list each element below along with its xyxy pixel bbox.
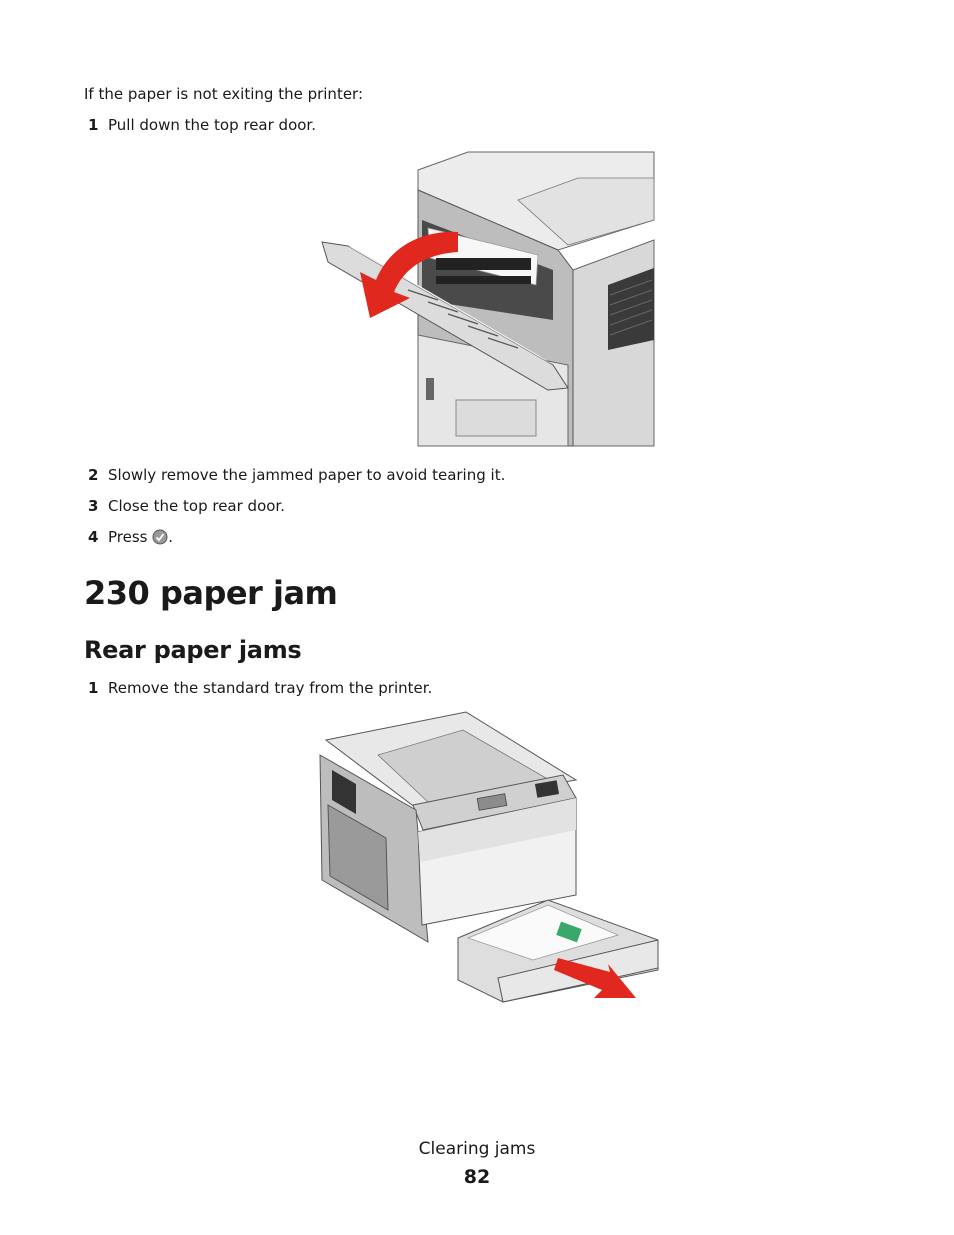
step-1a: 1 Pull down the top rear door.	[88, 116, 316, 134]
step-number: 4	[88, 528, 99, 546]
step-text: Pull down the top rear door.	[108, 116, 316, 134]
step-suffix: .	[168, 528, 174, 546]
section-title: 230 paper jam	[84, 574, 338, 612]
open-direction-arrow	[360, 231, 458, 318]
step-number: 1	[88, 116, 99, 134]
subsection-title: Rear paper jams	[84, 636, 302, 664]
step-text: Close the top rear door.	[108, 497, 285, 515]
step-number: 3	[88, 497, 99, 515]
step-3a: 3 Close the top rear door.	[88, 497, 285, 515]
step-text: Press	[108, 528, 148, 546]
step-number: 1	[88, 679, 99, 697]
step-2a: 2 Slowly remove the jammed paper to avoid…	[88, 466, 505, 484]
step-1b: 1 Remove the standard tray from the print…	[88, 679, 432, 697]
pull-direction-arrow	[554, 958, 636, 998]
page-number: 82	[463, 1166, 491, 1188]
rear-door-open-illustration	[321, 151, 655, 447]
remove-tray-illustration	[319, 711, 659, 1003]
intro-text: If the paper is not exiting the printer:	[84, 85, 364, 103]
footer-chapter: Clearing jams	[418, 1139, 536, 1159]
step-text: Remove the standard tray from the printe…	[108, 679, 433, 697]
step-text: Slowly remove the jammed paper to avoid …	[108, 466, 506, 484]
step-number: 2	[88, 466, 99, 484]
check-button-icon	[152, 529, 168, 545]
step-4a: 4 Press .	[88, 528, 173, 546]
